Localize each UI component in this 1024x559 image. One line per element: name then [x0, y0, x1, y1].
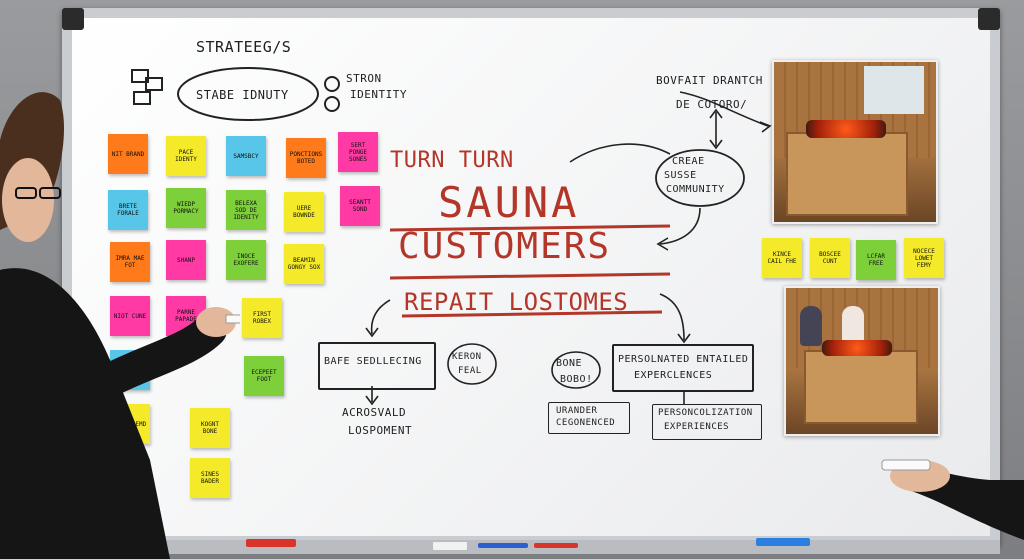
- sticky-note[interactable]: WIEDP PORMACY: [166, 188, 206, 228]
- frame-corner: [978, 8, 1000, 30]
- sticky-note[interactable]: SINES BADER: [190, 458, 230, 498]
- sticky-note[interactable]: UERE BOWNDE: [284, 192, 324, 232]
- underline-strokes: [389, 224, 671, 318]
- de-cotoro-label: DE COTORO/: [676, 98, 748, 111]
- presenter-woman: [0, 92, 240, 559]
- sticky-note[interactable]: SHANP: [166, 240, 206, 280]
- personalization-2: EXPERIENCES: [664, 422, 730, 432]
- repait-lostomes-text: REPAIT LOSTOMES: [404, 288, 629, 316]
- personalized-2: EXPERCLENCES: [634, 370, 713, 381]
- sticky-note[interactable]: NOCECE LOWET FEMY: [904, 238, 944, 278]
- square-doodle-icon: [133, 91, 151, 105]
- frame-corner: [62, 8, 84, 30]
- urander-2: CEGONENCED: [556, 418, 616, 428]
- presenter-hand-right: [881, 459, 1024, 540]
- blue-marker[interactable]: [478, 543, 528, 548]
- sticky-note[interactable]: BELEXA SOD DE IDENITY: [226, 190, 266, 230]
- sticky-note[interactable]: KINCE CAIL FHE: [762, 238, 802, 278]
- sticky-note[interactable]: SERT PONGE SONES: [338, 132, 378, 172]
- window: [864, 66, 924, 114]
- sticky-note[interactable]: BOSCEE CUNT: [810, 238, 850, 278]
- hot-stones: [806, 120, 886, 138]
- personalized-1: PERSOLNATED ENTAILED: [618, 354, 749, 365]
- person-figure: [842, 306, 864, 346]
- sticky-note[interactable]: SEANTT SOND: [340, 186, 380, 226]
- strategy-sketch: [131, 67, 340, 121]
- square-doodle-icon: [145, 77, 163, 91]
- stabe-identity-label: STABE IDNUTY: [196, 88, 289, 102]
- sticky-note[interactable]: SAMSBCY: [226, 136, 266, 176]
- red-marker[interactable]: [534, 543, 578, 548]
- create-community-1: CREAE: [672, 156, 705, 167]
- strategies-title: STRATEEG/S: [196, 38, 292, 56]
- bare-box-label: BAFE SEDLLECING: [324, 356, 422, 367]
- person-doodle-icon: [324, 96, 340, 112]
- keron-feal-2: FEAL: [458, 366, 482, 376]
- bovfait-dranch-label: BOVFAIT DRANTCH: [656, 74, 763, 87]
- sticky-note[interactable]: NIOT CUNE: [110, 296, 150, 336]
- sauna-heater-box: [786, 132, 908, 216]
- sauna-photo-top: [772, 60, 938, 224]
- hot-stones: [822, 340, 892, 356]
- blue-marker[interactable]: [756, 538, 810, 546]
- keron-feal-1: KERON: [452, 352, 482, 362]
- urander-box: [548, 402, 630, 434]
- ellipse-outline: [177, 67, 319, 121]
- square-doodle-icon: [131, 69, 149, 83]
- sticky-note[interactable]: BEAMIN GONGY SOX: [284, 244, 324, 284]
- sticky-note[interactable]: PONCTIONS BOTED: [286, 138, 326, 178]
- sticky-note[interactable]: IMRA MAE FOT: [110, 242, 150, 282]
- bare-box: [318, 342, 436, 390]
- person-figure: [800, 306, 822, 346]
- sticky-note[interactable]: INOCE EXOFERE: [226, 240, 266, 280]
- strong-identity-label-1: STRON: [346, 72, 382, 85]
- sauna-text: SAUNA: [438, 178, 580, 227]
- turn-turn-text: TURN TURN: [390, 148, 514, 173]
- connector-arrows: [569, 91, 772, 251]
- create-community-3: COMMUNITY: [666, 184, 725, 195]
- acrosvald-2: LOSPOMENT: [348, 424, 413, 437]
- sticky-note[interactable]: LCFAR FREE: [856, 240, 896, 280]
- bone-bobo-1: BONE: [556, 358, 583, 369]
- customers-text: CUSTOMERS: [398, 226, 612, 267]
- sticky-note[interactable]: NIT BRAND: [108, 134, 148, 174]
- lower-diagram-lines: [365, 293, 691, 406]
- create-community-2: SUSSE: [664, 170, 697, 181]
- personalization-box: [652, 404, 762, 440]
- sauna-heater-box: [804, 350, 918, 424]
- white-eraser[interactable]: [432, 541, 468, 551]
- personalization-1: PERSONCOLIZATION: [658, 408, 753, 418]
- strong-identity-label-2: IDENTITY: [350, 88, 407, 101]
- sticky-note[interactable]: ECEPEET FOOT: [244, 356, 284, 396]
- red-marker[interactable]: [246, 539, 296, 547]
- person-doodle-icon: [324, 76, 340, 92]
- bone-bobo-2: BOBO!: [560, 374, 593, 385]
- sticky-note[interactable]: PACE IDENTY: [166, 136, 206, 176]
- acrosvald-1: ACROSVALD: [342, 406, 407, 419]
- sticky-note[interactable]: FIRST ROBEX: [242, 298, 282, 338]
- sauna-photo-bottom: [784, 286, 940, 436]
- personalized-box: [612, 344, 754, 392]
- sticky-note[interactable]: BRETE FORALE: [108, 190, 148, 230]
- sticky-note[interactable]: KOGNT BONE: [190, 408, 230, 448]
- urander-1: URANDER: [556, 406, 598, 416]
